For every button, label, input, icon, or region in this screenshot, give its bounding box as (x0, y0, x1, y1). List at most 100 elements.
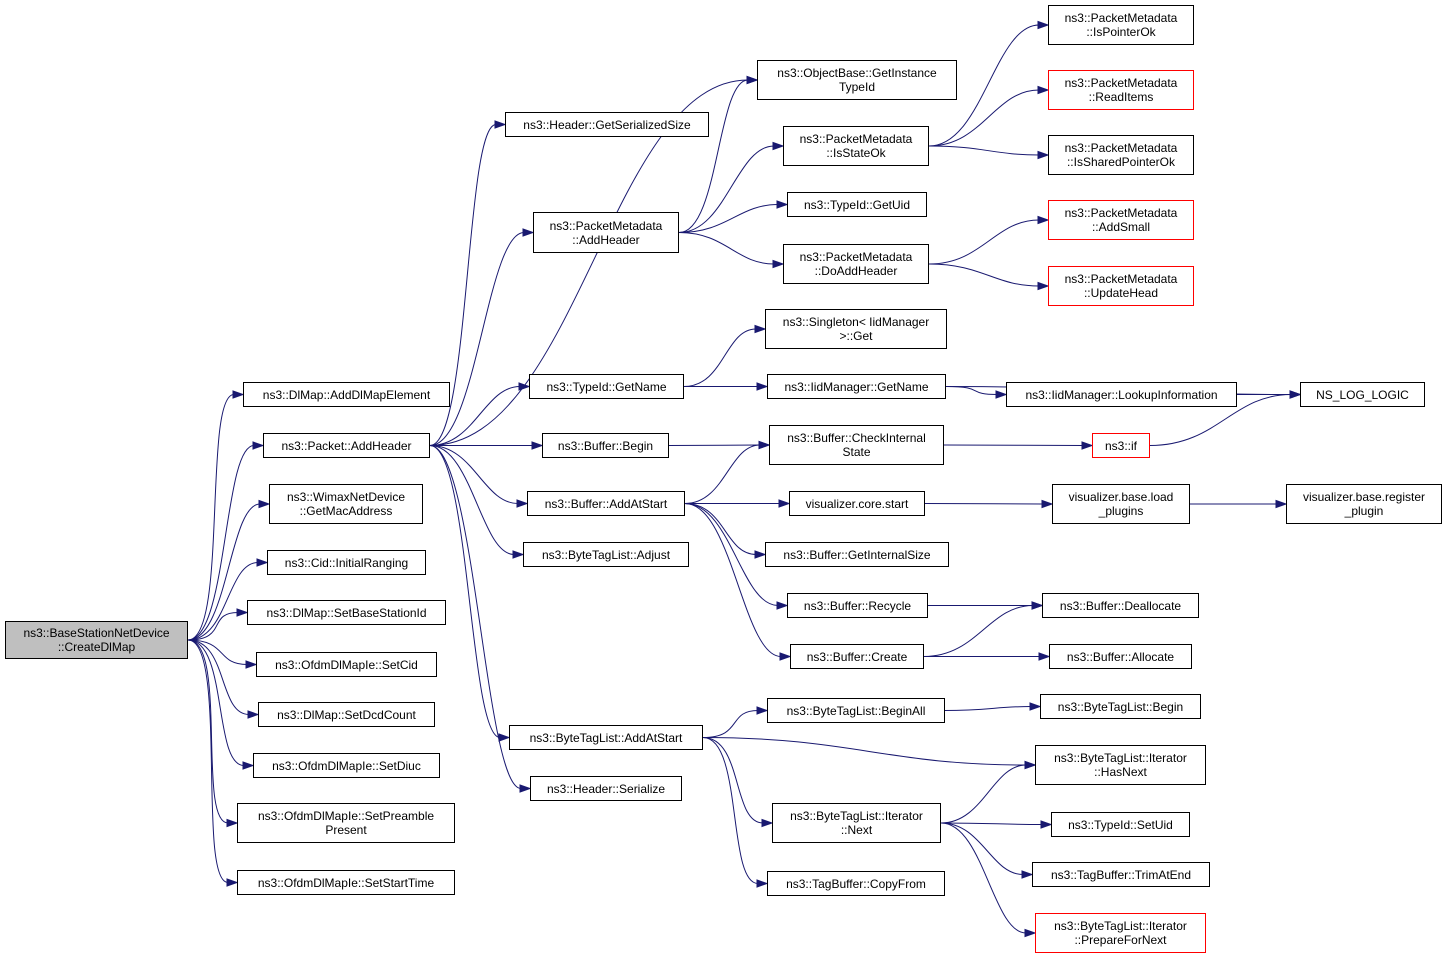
edge-packet_add-typeid_name (429, 386, 521, 446)
edge-arrowhead (778, 499, 791, 508)
edge-root-ofdm_cid (187, 639, 248, 665)
edge-root-ofdm_preamble (187, 639, 229, 824)
edge-arrowhead (518, 382, 531, 391)
node-pm-readitems[interactable]: ns3::PacketMetadata ::ReadItems (1048, 70, 1194, 110)
node-btl-next[interactable]: ns3::ByteTagList::Iterator ::Next (772, 803, 941, 843)
edge-arrowhead (1031, 601, 1044, 610)
node-typeid-name[interactable]: ns3::TypeId::GetName (529, 374, 684, 399)
node-dlmap-bsid[interactable]: ns3::DlMap::SetBaseStationId (247, 600, 446, 625)
node-vis-load[interactable]: visualizer.base.load _plugins (1052, 484, 1190, 524)
node-typeid-uid[interactable]: ns3::TypeId::GetUid (787, 192, 927, 217)
edge-arrowhead (232, 390, 245, 399)
node-iid-lookup[interactable]: ns3::IidManager::LookupInformation (1006, 382, 1237, 407)
edge-arrowhead (1038, 652, 1051, 661)
node-cid-ranging[interactable]: ns3::Cid::InitialRanging (267, 550, 426, 575)
edge-root-ofdm_diuc (187, 639, 245, 766)
node-ofdm-diuc[interactable]: ns3::OfdmDlMapIe::SetDiuc (253, 753, 440, 778)
edge-packet_add-pm_addheader (429, 232, 525, 446)
edge-root-dlmap_bsid (187, 612, 239, 641)
edge-arrowhead (226, 878, 239, 887)
node-btl-beginall[interactable]: ns3::ByteTagList::BeginAll (767, 698, 945, 723)
node-ofdm-cid[interactable]: ns3::OfdmDlMapIe::SetCid (256, 652, 437, 677)
edge-pm_doadd-pm_addsmall (928, 219, 1040, 265)
edge-arrowhead (756, 706, 769, 715)
edge-packet_add-buf_addstart (429, 445, 519, 504)
node-buf-recycle[interactable]: ns3::Buffer::Recycle (787, 593, 928, 618)
edge-arrowhead (754, 324, 767, 334)
node-buf-alloc[interactable]: ns3::Buffer::Allocate (1049, 644, 1192, 669)
edge-arrowhead (1024, 928, 1037, 938)
node-btl-addstart[interactable]: ns3::ByteTagList::AddAtStart (509, 725, 703, 750)
edge-pm_addheader-objbase (678, 79, 749, 233)
edge-buf_begin-buf_check (668, 444, 761, 446)
node-dlmap-add[interactable]: ns3::DlMap::AddDlMapElement (243, 382, 450, 407)
node-pm-addheader[interactable]: ns3::PacketMetadata ::AddHeader (533, 212, 679, 253)
node-ofdm-start[interactable]: ns3::OfdmDlMapIe::SetStartTime (237, 870, 455, 895)
node-buf-intsize[interactable]: ns3::Buffer::GetInternalSize (765, 542, 949, 567)
edge-buf_addstart-buf_recycle (684, 503, 779, 606)
node-tagbuf-copy[interactable]: ns3::TagBuffer::CopyFrom (767, 871, 945, 896)
node-vis-register[interactable]: visualizer.base.register _plugin (1286, 484, 1442, 524)
edge-buf_addstart-buf_create (684, 503, 782, 657)
edge-arrowhead (226, 818, 239, 828)
node-iid-getname[interactable]: ns3::IidManager::GetName (767, 374, 946, 399)
node-buf-addstart[interactable]: ns3::Buffer::AddAtStart (527, 491, 685, 516)
node-pm-isstate[interactable]: ns3::PacketMetadata ::IsStateOk (783, 126, 929, 166)
node-pm-doadd[interactable]: ns3::PacketMetadata ::DoAddHeader (783, 244, 929, 284)
edge-vis_start-vis_load (924, 503, 1044, 505)
edge-arrowhead (756, 382, 769, 391)
node-packet-add[interactable]: ns3::Packet::AddHeader (263, 433, 430, 458)
node-ofdm-preamble[interactable]: ns3::OfdmDlMapIe::SetPreamble Present (237, 803, 455, 843)
edge-btl_next-btl_hasnext (940, 764, 1027, 824)
edge-btl_addstart-btl_beginall (702, 710, 759, 738)
edge-pm_isstate-pm_readitems (928, 89, 1040, 147)
node-ns3-if[interactable]: ns3::if (1092, 433, 1150, 458)
edge-arrowhead (256, 558, 269, 567)
edge-arrowhead (1040, 820, 1053, 829)
node-singleton[interactable]: ns3::Singleton< IidManager >::Get (765, 309, 947, 349)
node-buf-check[interactable]: ns3::Buffer::CheckInternal State (769, 425, 944, 465)
node-buf-begin[interactable]: ns3::Buffer::Begin (542, 433, 669, 458)
edge-arrowhead (995, 390, 1008, 399)
edge-arrowhead (1289, 390, 1302, 399)
edge-btl_next-tagbuf_trim (940, 822, 1024, 875)
edge-root-wimax_mac (187, 503, 261, 641)
edge-btl_addstart-btl_hasnext (702, 737, 1027, 766)
node-hdr-serialize[interactable]: ns3::Header::Serialize (530, 776, 682, 801)
node-dlmap-dcd[interactable]: ns3::DlMap::SetDcdCount (258, 702, 435, 727)
node-tagbuf-trim[interactable]: ns3::TagBuffer::TrimAtEnd (1032, 862, 1210, 887)
node-vis-start[interactable]: visualizer.core.start (789, 491, 925, 516)
edge-arrowhead (247, 710, 260, 719)
node-pm-isshared[interactable]: ns3::PacketMetadata ::IsSharedPointerOk (1048, 135, 1194, 175)
node-typeid-setuid[interactable]: ns3::TypeId::SetUid (1051, 812, 1190, 837)
edge-arrowhead (494, 120, 507, 129)
edge-arrowhead (1037, 215, 1050, 225)
edge-arrowhead (1037, 281, 1050, 291)
edge-arrowhead (1037, 85, 1050, 95)
node-btl-begin[interactable]: ns3::ByteTagList::Begin (1040, 694, 1201, 719)
node-btl-hasnext[interactable]: ns3::ByteTagList::Iterator ::HasNext (1035, 745, 1206, 785)
edge-arrowhead (1037, 20, 1050, 30)
edge-arrowhead (522, 228, 535, 237)
node-pm-ispointer[interactable]: ns3::PacketMetadata ::IsPointerOk (1048, 5, 1194, 45)
edge-pm_isstate-pm_ispointer (928, 24, 1040, 147)
edge-pm_addheader-pm_doadd (678, 232, 775, 265)
edge-btl_addstart-btl_next (702, 737, 764, 824)
node-ns-log[interactable]: NS_LOG_LOGIC (1300, 382, 1425, 407)
edge-arrowhead (746, 75, 759, 85)
node-pm-addsmall[interactable]: ns3::PacketMetadata ::AddSmall (1048, 200, 1194, 240)
edge-arrowhead (758, 440, 771, 450)
edge-arrowhead (761, 818, 774, 828)
node-buf-create[interactable]: ns3::Buffer::Create (790, 644, 924, 669)
node-objbase[interactable]: ns3::ObjectBase::GetInstance TypeId (757, 60, 957, 100)
node-btl-adjust[interactable]: ns3::ByteTagList::Adjust (523, 542, 689, 567)
node-hdr-size[interactable]: ns3::Header::GetSerializedSize (505, 112, 709, 137)
node-buf-dealloc[interactable]: ns3::Buffer::Deallocate (1042, 593, 1199, 618)
edge-arrowhead (512, 550, 525, 559)
edge-buf_addstart-buf_check (684, 444, 761, 504)
node-pm-update[interactable]: ns3::PacketMetadata ::UpdateHead (1048, 266, 1194, 306)
edge-arrowhead (498, 733, 511, 742)
node-wimax-mac[interactable]: ns3::WimaxNetDevice ::GetMacAddress (269, 484, 423, 524)
edge-arrowhead (779, 652, 792, 661)
node-btl-prepare[interactable]: ns3::ByteTagList::Iterator ::PrepareForN… (1035, 913, 1206, 953)
